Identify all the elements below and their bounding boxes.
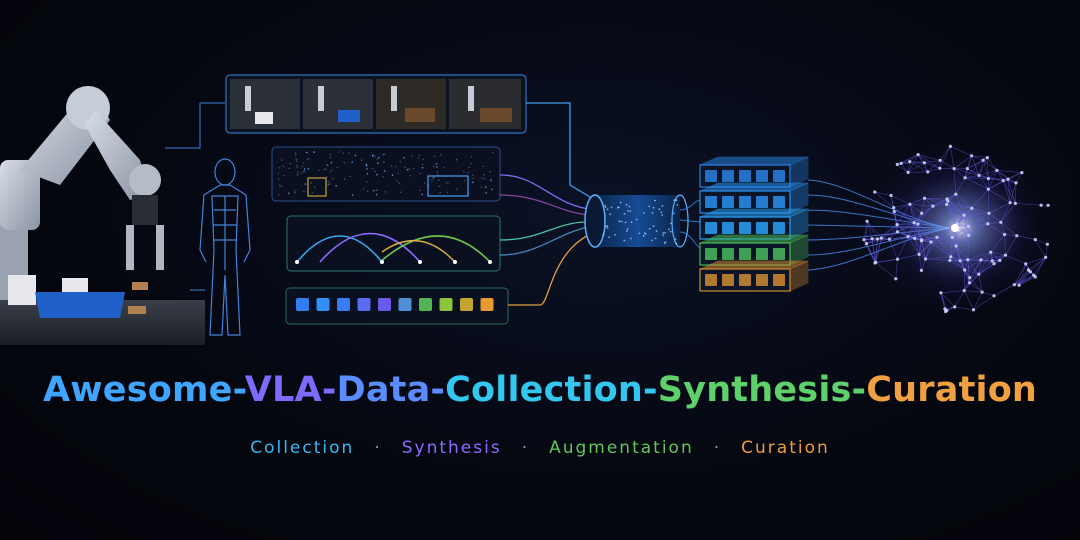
subtitle-item-curation: Curation <box>741 438 830 458</box>
token-square <box>480 298 494 311</box>
subtitle-categories: Collection · Synthesis · Augmentation · Curati… <box>0 438 1080 458</box>
token-square <box>460 298 473 311</box>
human-wireframe-icon <box>199 158 251 336</box>
title-segment: Synthesis- <box>657 370 867 410</box>
token-square <box>419 298 432 311</box>
title-segment: Awesome- <box>42 370 245 410</box>
title-segment: Collection- <box>445 370 658 410</box>
subtitle-item-synthesis: Synthesis <box>401 438 502 458</box>
token-square <box>337 298 350 311</box>
subtitle-item-augmentation: Augmentation <box>549 438 694 458</box>
subtitle-separator: · <box>374 438 382 458</box>
page-title: Awesome-VLA-Data-Collection-Synthesis-Cu… <box>0 370 1080 410</box>
neural-brain-icon <box>855 136 1065 320</box>
source-connectors <box>165 102 225 291</box>
title-segment: Curation <box>866 370 1038 410</box>
token-square <box>316 298 330 311</box>
database-stack-icon <box>699 156 809 292</box>
title-segment: Data- <box>336 370 446 410</box>
robot-arm-icon <box>0 86 205 345</box>
token-square <box>357 298 371 311</box>
trajectory-panel <box>286 215 501 272</box>
title-segment: VLA- <box>244 370 337 410</box>
data-pipeline-tube <box>584 194 701 249</box>
token-sequence-panel <box>285 287 509 325</box>
subtitle-item-collection: Collection <box>250 438 355 458</box>
robot-images-panel <box>225 74 527 134</box>
token-square <box>398 298 412 311</box>
subtitle-separator: · <box>521 438 530 458</box>
subtitle-separator: · <box>713 438 722 458</box>
flow-curves <box>499 102 596 306</box>
token-square <box>439 298 453 311</box>
point-cloud-panel <box>271 146 501 202</box>
token-square <box>378 298 391 311</box>
token-square <box>296 298 309 311</box>
